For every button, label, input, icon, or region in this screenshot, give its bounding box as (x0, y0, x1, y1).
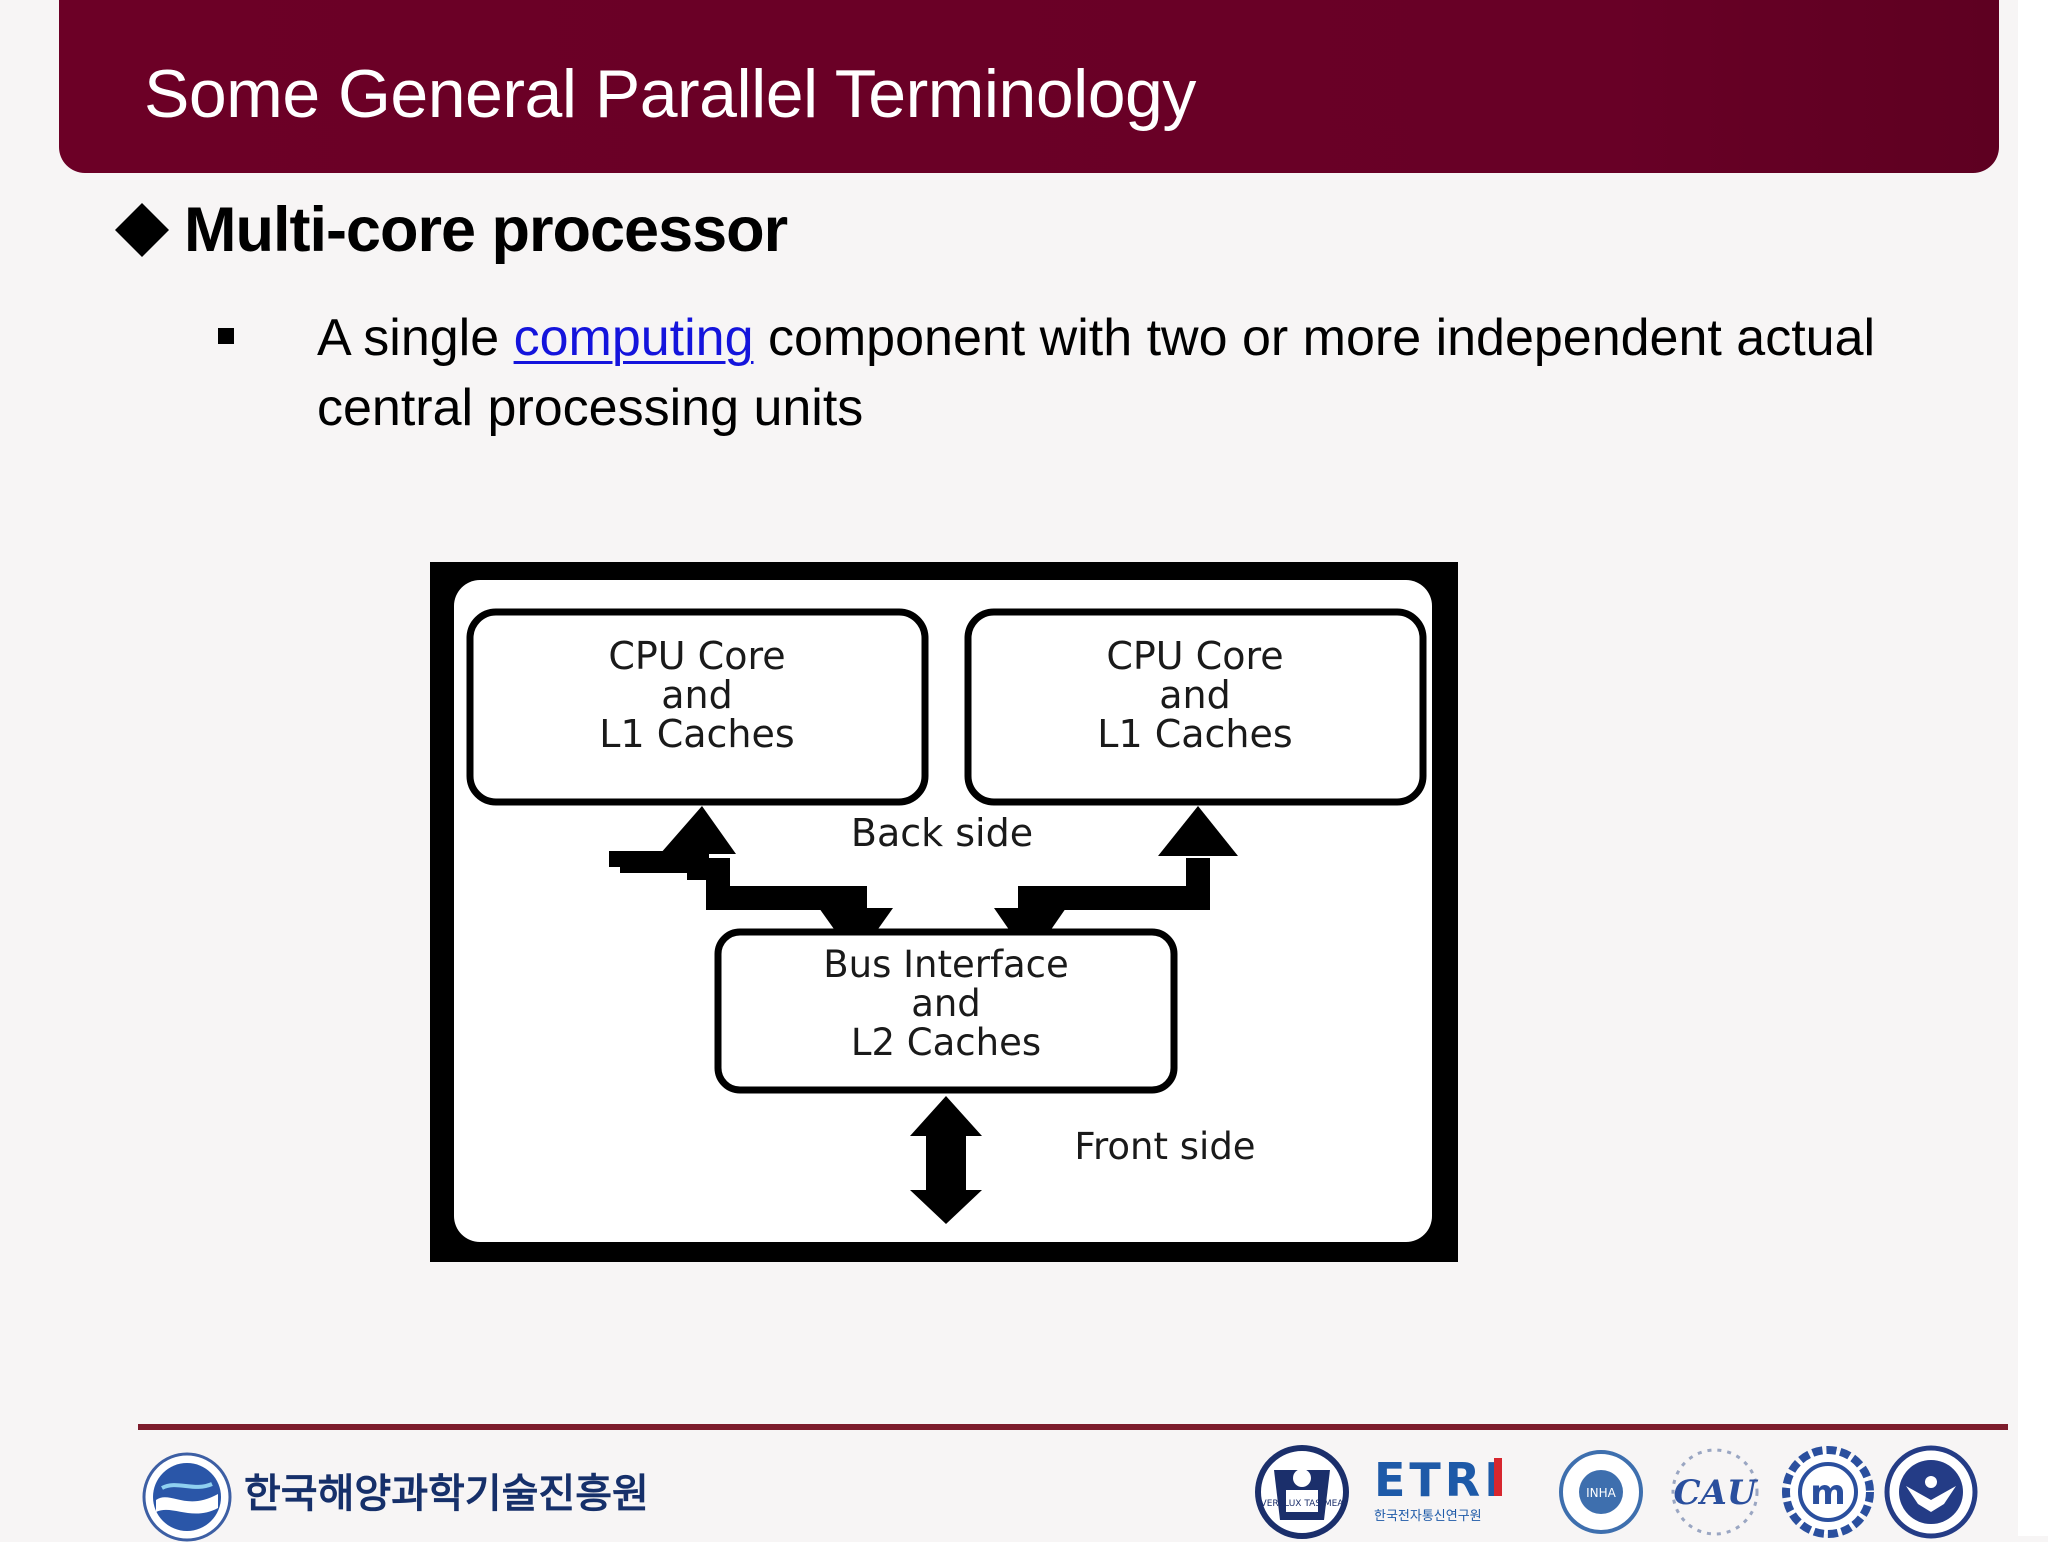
inha-emblem-icon: INHA (1559, 1450, 1643, 1534)
bullet-text-end: component with two or more independent a… (317, 309, 1876, 437)
etri-subtitle: 한국전자통신연구원 (1374, 1509, 1482, 1524)
core-right-line-1: CPU Core (1106, 634, 1283, 678)
snu-emblem-icon: VERI LUX TAS MEA (1255, 1445, 1349, 1539)
footer-divider (138, 1424, 2008, 1430)
core-left-line-3: L1 Caches (599, 712, 794, 756)
cpu-core-box-right (964, 608, 1427, 806)
multicore-diagram: CPU Core and L1 Caches CPU Core and L1 C… (430, 562, 1458, 1262)
diamond-bullet-icon (115, 203, 169, 257)
snu-logo: VERI LUX TAS MEA (1254, 1440, 1350, 1540)
etri-wordmark: ETRI (1374, 1453, 1505, 1507)
right-double-arrow (994, 806, 1238, 960)
square-bullet-icon (218, 328, 234, 344)
bus-line-3: L2 Caches (851, 1021, 1041, 1064)
bus-line-2: and (911, 982, 981, 1025)
computing-link[interactable]: computing (513, 309, 754, 367)
eagle-emblem-icon (1884, 1445, 1978, 1539)
m-emblem-icon: m (1782, 1446, 1874, 1538)
bus-line-1: Bus Interface (823, 943, 1069, 986)
bullet-text-start: A single (317, 309, 514, 367)
back-side-label: Back side (851, 811, 1033, 855)
front-side-arrow (910, 1096, 982, 1224)
core-right-line-2: and (1159, 673, 1231, 717)
heading-text: Multi-core processor (184, 195, 788, 265)
front-side-label: Front side (1074, 1125, 1255, 1168)
inha-logo: INHA (1556, 1440, 1646, 1540)
cau-logo: CAU (1660, 1440, 1770, 1540)
inha-text: INHA (1586, 1486, 1617, 1500)
left-double-arrow (609, 806, 893, 960)
cau-text: CAU (1673, 1473, 1758, 1513)
snu-motto: VERI LUX TAS MEA (1261, 1499, 1345, 1509)
title-bar (59, 0, 1999, 173)
m-university-logo: m (1782, 1440, 1874, 1540)
bullet-text: A single computing component with two or… (317, 303, 1937, 443)
bus-interface-box (714, 928, 1178, 1094)
kimst-logo-icon (142, 1452, 232, 1542)
kimst-org-name: 한국해양과학기술진흥원 (244, 1471, 649, 1517)
core-right-line-3: L1 Caches (1097, 712, 1292, 756)
m-text: m (1810, 1473, 1845, 1513)
section-heading: Multi-core processor (112, 185, 788, 275)
aerospace-univ-logo (1884, 1440, 1978, 1540)
core-left-line-1: CPU Core (608, 634, 785, 678)
cau-emblem-icon: CAU (1671, 1448, 1759, 1536)
core-left-line-2: and (661, 673, 733, 717)
cpu-core-box-left (466, 608, 929, 806)
slide-title: Some General Parallel Terminology (144, 56, 1196, 132)
etri-logo: ETRI 한국전자통신연구원 (1370, 1440, 1540, 1540)
